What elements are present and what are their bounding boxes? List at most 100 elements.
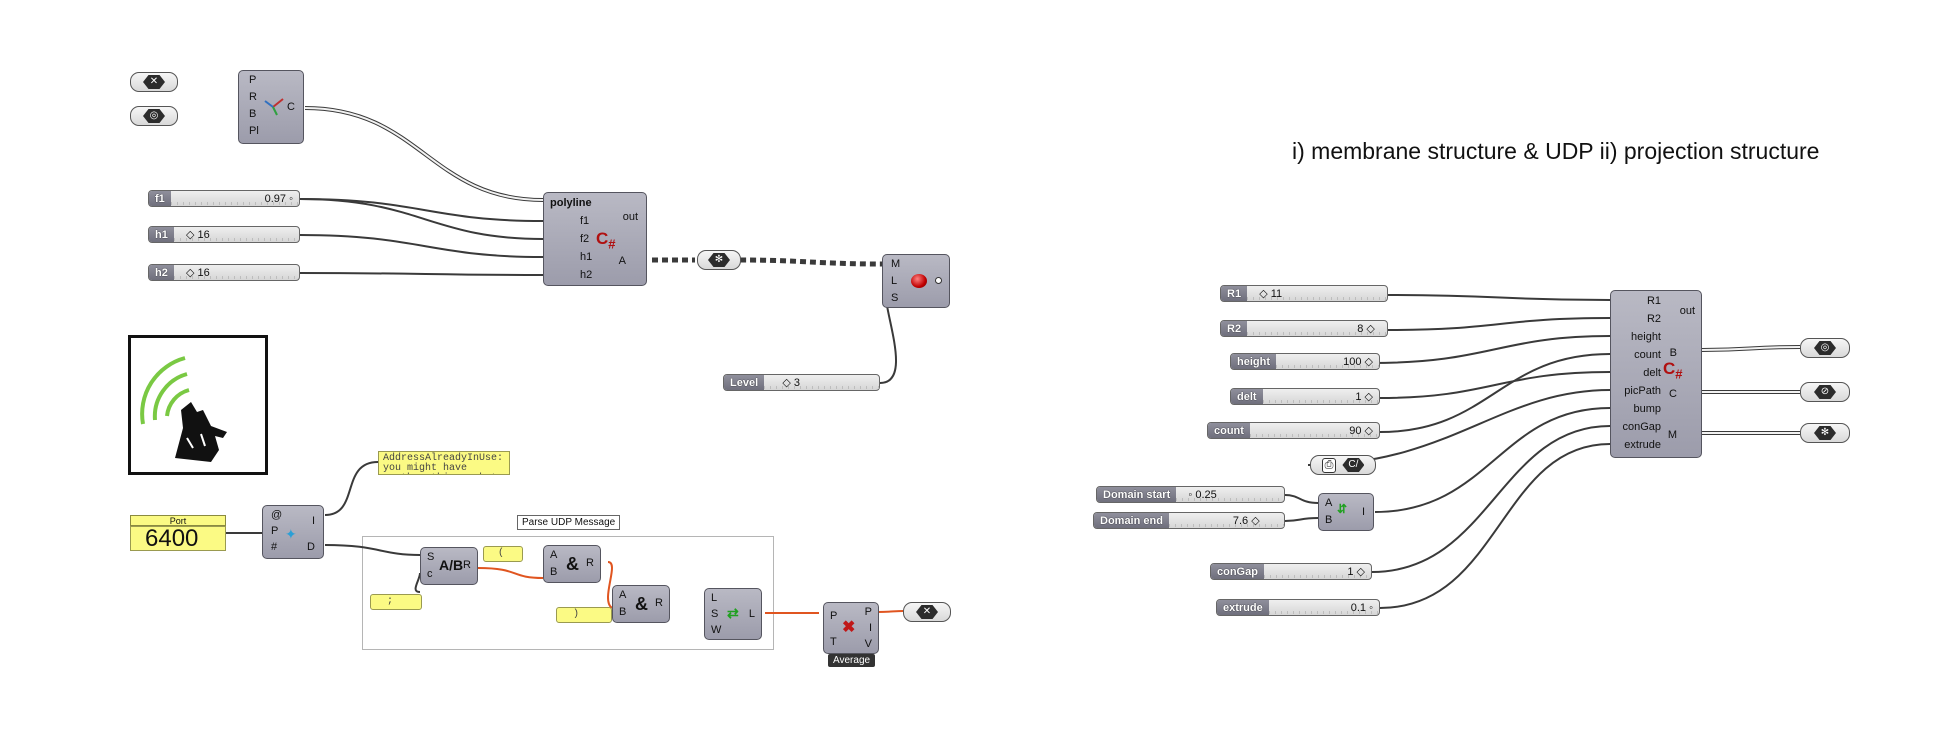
wire-active [877,610,904,613]
group-label: Parse UDP Message [517,515,621,530]
slider-track[interactable]: 90 ◇ [1249,423,1379,438]
wire [299,234,544,258]
text-panel-semicolon[interactable]: ; [370,594,422,610]
wire [1284,494,1319,504]
port-label: extrude [1624,439,1661,451]
port-panel-header: Port [130,515,226,526]
average-icon: ✖ [842,619,856,636]
path-param[interactable]: ⎙ C/ [1310,455,1376,475]
list-icon: ⇄ [727,605,739,621]
slider-label: conGap [1211,564,1264,579]
slider-track[interactable]: 7.6 ◇ [1168,513,1284,528]
udp-component[interactable]: @ P # I D ✦ [262,505,324,559]
slider-marker: ◇ [1356,566,1365,578]
mesh-output-param[interactable]: ✻ [1800,423,1850,443]
slider-value: 1 [1347,565,1354,578]
wire [324,544,421,556]
wire [299,272,544,276]
slider-congap[interactable]: conGap 1 ◇ [1210,563,1372,580]
slider-label: delt [1231,389,1263,404]
wire-active [607,561,613,609]
slider-track[interactable]: 1 ◇ [1263,564,1371,579]
slider-value: 1 [1355,390,1362,403]
port-label: P [864,606,872,618]
concat-component-2[interactable]: A B R & [612,585,670,623]
slider-value: 3 [793,376,801,389]
slider-track[interactable]: ◇ 3 [764,375,879,390]
point-param[interactable]: ✕ [903,602,951,622]
slider-count[interactable]: count 90 ◇ [1207,422,1380,439]
wire [1379,371,1611,399]
mesh-icon: ✻ [708,253,730,267]
wire [1371,335,1611,364]
slider-track[interactable]: 1 ◇ [1262,389,1379,404]
wire-active [477,567,544,579]
port-label: @ [271,509,283,521]
brep-param[interactable]: ◎ [130,106,178,126]
slider-label: h1 [149,227,174,242]
mesh-param[interactable]: ✻ [697,250,741,270]
slider-marker: ◦ [289,192,293,205]
port-label: P [830,610,838,622]
csharp-icon: C# [1663,359,1683,382]
slider-track[interactable]: 100 ◇ [1276,354,1379,369]
port-label: R [249,91,257,103]
slider-domain-end[interactable]: Domain end 7.6 ◇ [1093,512,1285,529]
average-label: Average [828,654,876,667]
slider-f1[interactable]: f1 0.97 ◦ [148,190,300,207]
slider-R2[interactable]: R2 8 ◇ [1220,320,1388,337]
slider-value: 100 [1343,355,1362,368]
csharp-component-right[interactable]: R1 R2 height count delt picPath bump con… [1610,290,1702,458]
slider-value: 8 [1357,322,1364,335]
slider-marker: ◇ [1366,323,1375,335]
slider-h1[interactable]: h1 ◇ 16 [148,226,300,243]
slider-label: Domain start [1097,487,1177,502]
brep-output-param[interactable]: ◎ [1800,338,1850,358]
slider-delt[interactable]: delt 1 ◇ [1230,388,1380,405]
error-panel[interactable]: AddressAlreadyInUse: you might have anot… [378,451,510,475]
slider-height[interactable]: height 100 ◇ [1230,353,1380,370]
slider-track[interactable]: 8 ◇ [1247,321,1387,336]
concat-component-1[interactable]: A B R & [543,545,601,583]
domain-component[interactable]: A B I ⇵ [1318,493,1374,531]
slider-h2[interactable]: h2 ◇ 16 [148,264,300,281]
mesh-icon: ✻ [1814,426,1836,440]
port-label: out [622,211,638,223]
close-icon: ✕ [916,605,938,619]
average-component[interactable]: P T P I V ✖ [823,602,879,654]
port-label: delt [1643,367,1661,379]
slider-level[interactable]: Level ◇ 3 [723,374,880,391]
text-panel-open[interactable]: ( [483,546,523,562]
csharp-component-left[interactable]: polyline f1 f2 h1 h2 out A C# [543,192,647,286]
preview-component[interactable]: M L S [882,254,950,308]
port-label: h2 [580,269,593,281]
port-label: L [891,275,898,287]
port-label: I [868,622,872,634]
slider-track[interactable]: ◇ 16 [173,265,299,280]
slider-extrude[interactable]: extrude 0.1 ◦ [1216,599,1380,616]
slider-track[interactable]: 0.1 ◦ [1268,600,1379,615]
slider-track[interactable]: ◦ 0.25 [1176,487,1284,502]
slider-domain-start[interactable]: Domain start ◦ 0.25 [1096,486,1285,503]
port-panel[interactable]: Port 6400 [130,515,226,551]
text-panel-close[interactable]: ) [556,607,612,623]
slider-track[interactable]: 0.97 ◦ [170,191,299,206]
plane-component[interactable]: P R B Pl C [238,70,304,144]
port-label: I [311,515,315,527]
port-label: T [830,636,837,648]
slider-track[interactable]: ◇ 11 [1247,286,1387,301]
port-label: B [1669,347,1677,359]
port-label: M [1667,429,1677,441]
geometry-param[interactable]: ✕ [130,72,178,92]
port-label: B [1325,514,1333,526]
list-component[interactable]: L S W L ⇄ [704,588,762,640]
curve-output-param[interactable]: ⊘ [1800,382,1850,402]
slider-R1[interactable]: R1 ◇ 11 [1220,285,1388,302]
port-label: polyline [550,197,592,209]
slider-label: Domain end [1094,513,1169,528]
port-label: C [287,101,295,113]
port-label: bump [1633,403,1661,415]
port-label: h1 [580,251,593,263]
split-component[interactable]: S c R A/B [420,547,478,585]
slider-track[interactable]: ◇ 16 [173,227,299,242]
